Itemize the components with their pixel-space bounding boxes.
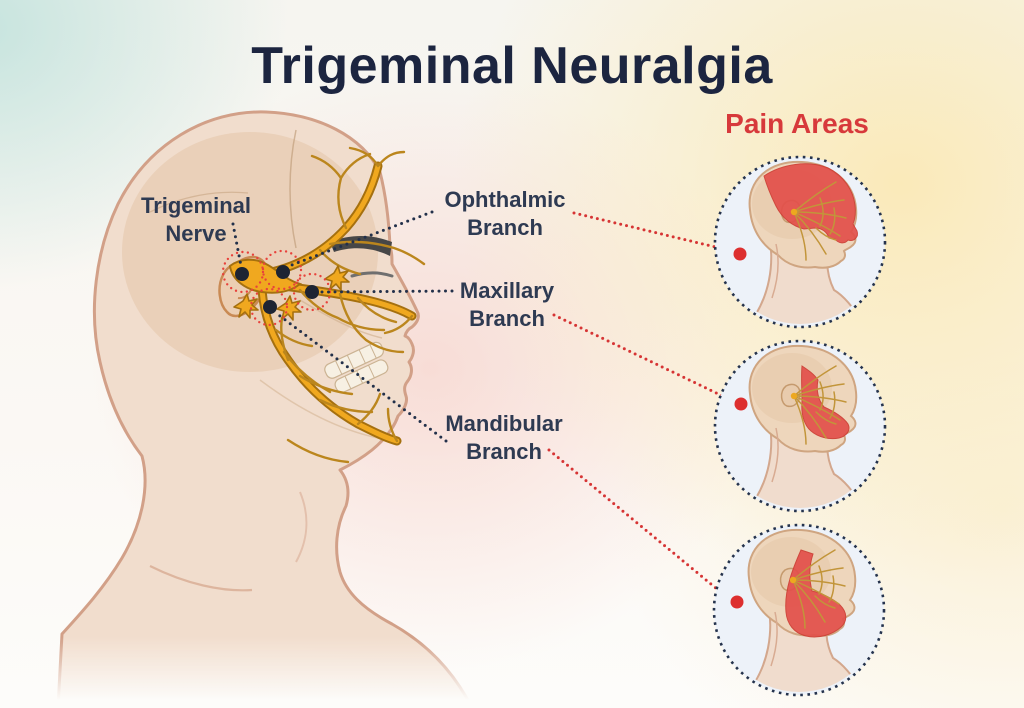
pain-line-mandibular [547, 448, 731, 601]
leader-lines [231, 210, 454, 443]
dot-trigeminal-root [235, 267, 249, 281]
pain-circle-ophthalmic [713, 155, 887, 329]
eyelash [350, 271, 394, 278]
focus-ring-mandibular [249, 287, 289, 327]
collarbone-line [149, 565, 253, 592]
leader-ophthalmic [287, 210, 434, 268]
nerve-ganglia-stars [233, 265, 350, 321]
skull [122, 129, 383, 439]
focus-ring-trigeminal [221, 250, 265, 294]
pain-lines [547, 211, 735, 601]
nerve-branch-points [221, 249, 332, 327]
leader-maxillary [319, 289, 454, 294]
focus-ring-ophthalmic [261, 249, 303, 291]
pain-dot-maxillary [734, 397, 748, 411]
head-and-torso-outline [56, 110, 474, 708]
label-trigeminal-nerve: Trigeminal Nerve [140, 193, 252, 246]
label-mandibular-branch: Mandibular Branch [445, 411, 563, 464]
leader-trigeminal [231, 222, 243, 268]
dot-ophthalmic [276, 265, 290, 279]
pain-line-endpoints [730, 247, 748, 609]
dot-mandibular [263, 300, 277, 314]
pain-circle-mandibular [712, 523, 886, 697]
pain-dot-mandibular [730, 595, 744, 609]
pain-circle-maxillary [713, 339, 887, 513]
pain-dot-ophthalmic [733, 247, 747, 261]
pain-line-ophthalmic [572, 211, 734, 253]
pain-areas-heading: Pain Areas [725, 108, 869, 139]
label-maxillary-branch: Maxillary Branch [459, 278, 555, 331]
label-ophthalmic-branch: Ophthalmic Branch [444, 187, 566, 240]
neck-line [295, 491, 308, 563]
dot-maxillary [305, 285, 319, 299]
page-title: Trigeminal Neuralgia [251, 37, 773, 95]
pain-area-overlay-mandibular [785, 549, 847, 638]
teeth [324, 341, 389, 393]
trigeminal-ganglion [228, 258, 303, 294]
